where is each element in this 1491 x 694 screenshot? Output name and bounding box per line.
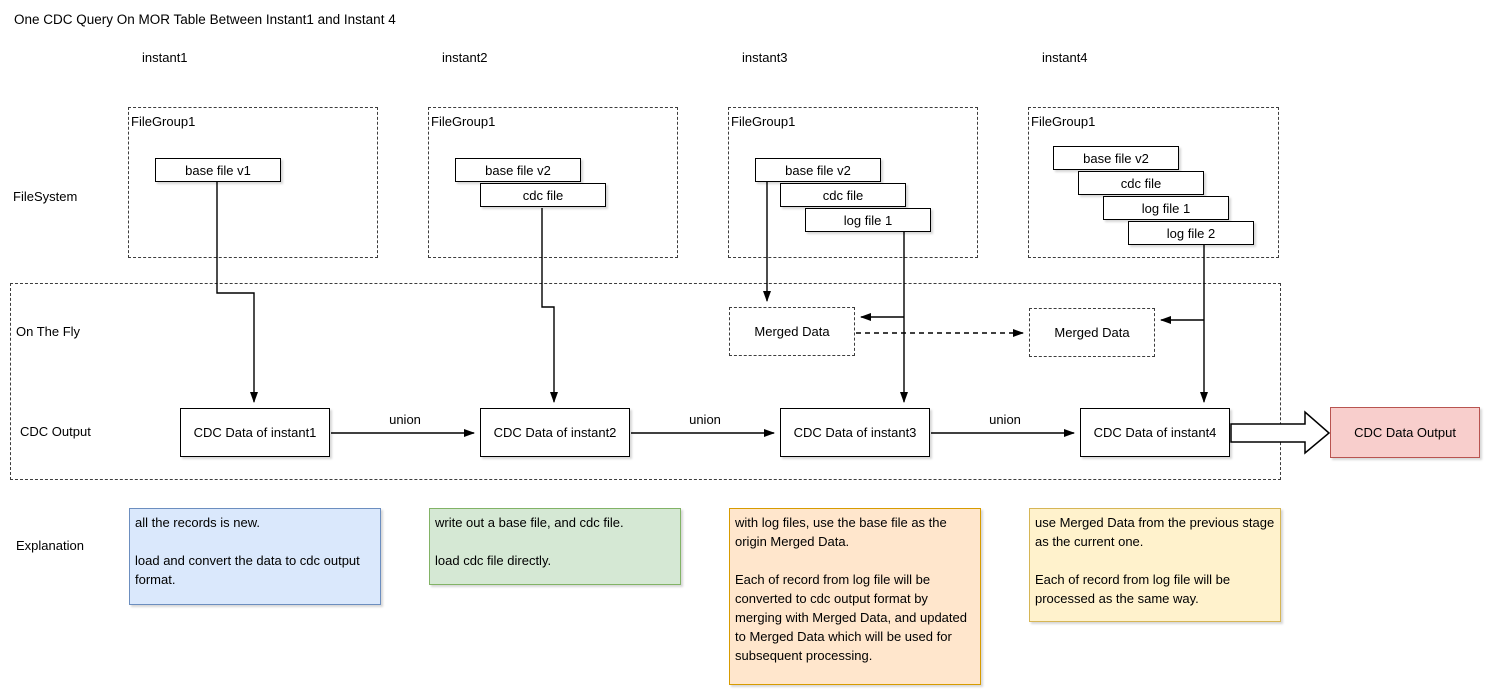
row-label-explanation: Explanation xyxy=(16,538,84,553)
file-box-base-v2-i4: base file v2 xyxy=(1053,146,1179,170)
filegroup-box-instant4 xyxy=(1028,107,1279,258)
cdc-data-box-instant4: CDC Data of instant4 xyxy=(1080,408,1230,457)
filegroup-label-instant1: FileGroup1 xyxy=(131,114,196,129)
merged-data-box-instant3: Merged Data xyxy=(729,307,855,356)
filegroup-label-instant2: FileGroup1 xyxy=(431,114,496,129)
filegroup-label-instant4: FileGroup1 xyxy=(1031,114,1096,129)
row-label-cdc-output: CDC Output xyxy=(20,424,91,439)
union-label-1: union xyxy=(389,412,421,427)
instant4-label: instant4 xyxy=(1042,50,1088,65)
explanation-instant2: write out a base file, and cdc file. loa… xyxy=(429,508,681,585)
cdc-data-box-instant2: CDC Data of instant2 xyxy=(480,408,630,457)
row-label-on-the-fly: On The Fly xyxy=(16,324,81,339)
instant2-label: instant2 xyxy=(442,50,488,65)
file-box-base-v2-i3: base file v2 xyxy=(755,158,881,182)
diagram-title: One CDC Query On MOR Table Between Insta… xyxy=(14,12,396,27)
file-box-log1-i4: log file 1 xyxy=(1103,196,1229,220)
file-box-log2-i4: log file 2 xyxy=(1128,221,1254,245)
file-box-log1-i3: log file 1 xyxy=(805,208,931,232)
file-box-cdc-i3: cdc file xyxy=(780,183,906,207)
merged-data-box-instant4: Merged Data xyxy=(1029,308,1155,357)
file-box-cdc-i2: cdc file xyxy=(480,183,606,207)
explanation-instant4: use Merged Data from the previous stage … xyxy=(1029,508,1281,622)
instant3-label: instant3 xyxy=(742,50,788,65)
file-box-cdc-i4: cdc file xyxy=(1078,171,1204,195)
instant1-label: instant1 xyxy=(142,50,188,65)
union-label-2: union xyxy=(689,412,721,427)
union-label-3: union xyxy=(989,412,1021,427)
row-label-filesystem: FileSystem xyxy=(13,189,78,204)
cdc-data-box-instant3: CDC Data of instant3 xyxy=(780,408,930,457)
explanation-instant3: with log files, use the base file as the… xyxy=(729,508,981,685)
cdc-data-box-instant1: CDC Data of instant1 xyxy=(180,408,330,457)
cdc-data-output-box: CDC Data Output xyxy=(1330,407,1480,458)
explanation-instant1: all the records is new. load and convert… xyxy=(129,508,381,605)
filegroup-label-instant3: FileGroup1 xyxy=(731,114,796,129)
filegroup-box-instant1 xyxy=(128,107,378,258)
file-box-base-v2-i2: base file v2 xyxy=(455,158,581,182)
on-the-fly-cdc-output-region xyxy=(10,283,1281,480)
filegroup-box-instant3 xyxy=(728,107,978,258)
file-box-base-v1: base file v1 xyxy=(155,158,281,182)
